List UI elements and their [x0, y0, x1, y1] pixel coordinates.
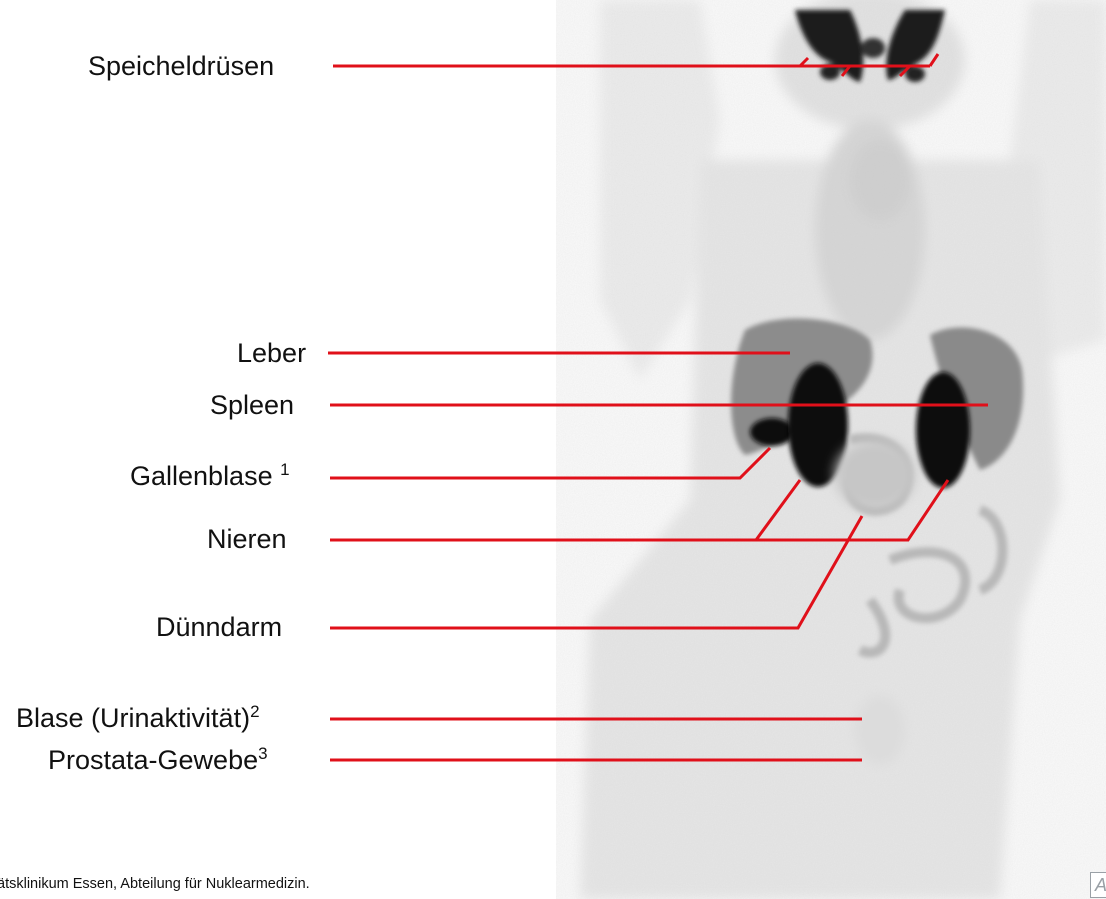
text-tool-glyph: A [1095, 875, 1106, 895]
image-credit: ätsklinikum Essen, Abteilung für Nuklear… [0, 876, 310, 892]
label-kidneys-text: Nieren [207, 524, 287, 554]
label-bladder-text: Blase (Urinaktivität) [16, 703, 250, 733]
label-liver-text: Leber [237, 338, 306, 368]
footnote-marker-3: 3 [258, 744, 267, 763]
text-tool-icon[interactable]: A [1090, 872, 1106, 898]
label-spleen: Spleen [210, 389, 294, 421]
label-spleen-text: Spleen [210, 390, 294, 420]
label-bladder: Blase (Urinaktivität)2 [16, 702, 260, 734]
label-small-intestine-text: Dünndarm [156, 612, 282, 642]
footnote-marker-1: 1 [280, 460, 289, 479]
kidney-right-shape [916, 372, 970, 488]
label-gallbladder-text: Gallenblase [130, 461, 273, 491]
label-salivary-glands: Speicheldrüsen [88, 50, 274, 82]
label-salivary-text: Speicheldrüsen [88, 51, 274, 81]
label-liver: Leber [237, 337, 306, 369]
label-small-intestine: Dünndarm [156, 611, 282, 643]
label-prostate: Prostata-Gewebe3 [48, 744, 268, 776]
label-kidneys: Nieren [207, 523, 287, 555]
label-prostate-text: Prostata-Gewebe [48, 745, 258, 775]
gallbladder-shape [750, 418, 794, 446]
label-gallbladder: Gallenblase 1 [130, 460, 290, 492]
footnote-marker-2: 2 [250, 702, 259, 721]
